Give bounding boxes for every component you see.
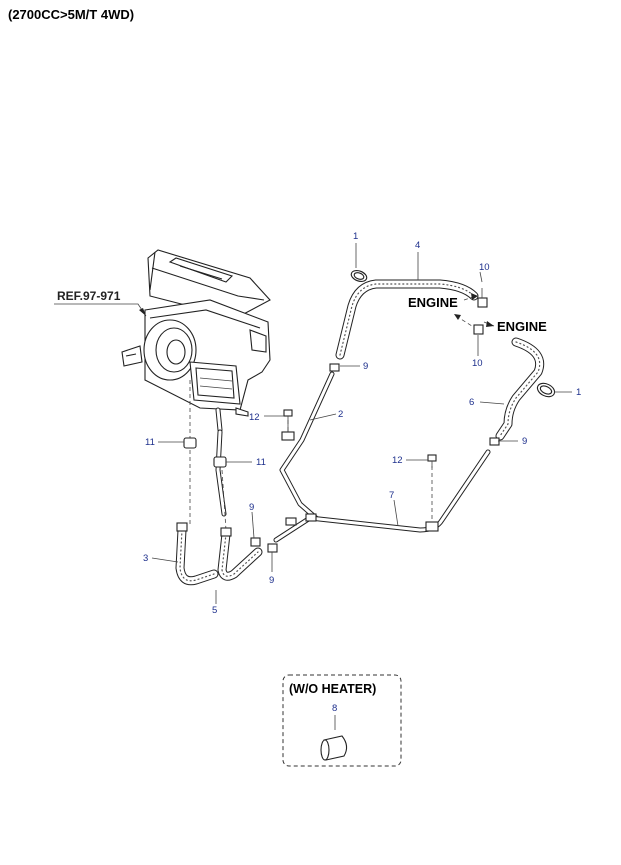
callout-6: 6 [469, 397, 474, 408]
pipe-joint-upper [305, 513, 317, 522]
callout-11-right: 11 [256, 457, 266, 468]
engine-label-lower: ENGINE [497, 319, 547, 334]
hose-end-5 [220, 527, 232, 537]
reference-callout: REF.97-971 [54, 289, 147, 317]
hose-4 [335, 279, 479, 360]
hose-6 [495, 337, 545, 441]
pipe-bracket-upper [281, 431, 295, 441]
callout-4: 4 [415, 240, 420, 251]
callout-9-low-upper: 9 [249, 502, 254, 513]
pipe-2 [279, 371, 335, 521]
diagram-title: (2700CC>5M/T 4WD) [8, 7, 134, 22]
hose-5 [217, 529, 263, 581]
arrow-engine-lower-right [486, 321, 494, 327]
callout-12-mid: 12 [392, 455, 403, 466]
hose-end-3 [176, 522, 188, 532]
hose-clamp-9-right [489, 437, 500, 446]
callout-1-right: 1 [576, 387, 581, 398]
hose-clip-10-top [477, 288, 488, 308]
assembly-guides [189, 380, 433, 531]
callout-1-top: 1 [353, 231, 358, 242]
callout-7: 7 [389, 490, 394, 501]
callout-5: 5 [212, 605, 217, 616]
pipe-bracket [425, 521, 439, 532]
hose-clamp-1-top [350, 270, 368, 282]
callout-12-left: 12 [249, 412, 260, 423]
plug-cap-8 [320, 735, 348, 761]
arrow-engine-lower-left [454, 314, 461, 320]
hose-clip-11-left [183, 437, 197, 449]
pipe-joint-lower [285, 517, 297, 526]
callout-10-top: 10 [479, 262, 490, 273]
wo-heater-box: (W/O HEATER) 8 [282, 674, 402, 767]
hose-clamp-9-low-lower [267, 543, 278, 553]
hose-clip-11-right [213, 456, 227, 468]
callout-leaders [151, 243, 572, 604]
callout-10-bottom: 10 [472, 358, 483, 369]
callout-9-mid: 9 [363, 361, 368, 372]
callout-11-left: 11 [145, 437, 155, 448]
engine-label-upper: ENGINE [408, 295, 458, 310]
wo-heater-label: (W/O HEATER) [289, 682, 376, 696]
callout-9-low-lower: 9 [269, 575, 274, 586]
callout-9-right: 9 [522, 436, 527, 447]
bolt-12-left [283, 409, 293, 434]
heater-unit [121, 249, 271, 433]
bolt-12-mid [427, 454, 437, 468]
callout-2: 2 [338, 409, 343, 420]
hose-clamp-9-low-upper [250, 537, 261, 547]
reference-label: REF.97-971 [57, 289, 121, 303]
callout-8: 8 [332, 703, 337, 714]
hose-clamp-1-right [536, 382, 556, 398]
hose-3 [175, 525, 219, 586]
arrow-engine-upper [471, 293, 478, 300]
hose-clip-10-bottom [473, 324, 484, 335]
pipe-7 [273, 449, 491, 543]
callout-3: 3 [143, 553, 148, 564]
hose-clamp-9-mid [329, 363, 340, 372]
